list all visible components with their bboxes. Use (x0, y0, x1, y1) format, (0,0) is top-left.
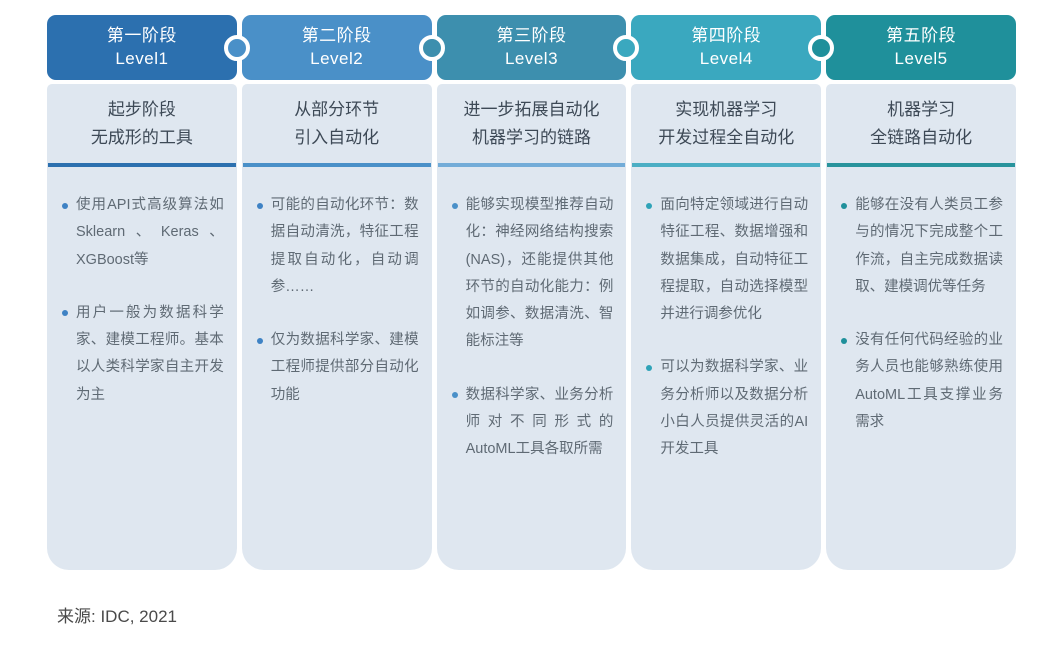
stage-column-2: 第二阶段 Level2 从部分环节 引入自动化 可能的自动化环节：数据自动清洗，… (241, 15, 432, 570)
subtitle-line: 无成形的工具 (90, 127, 193, 147)
subtitle-line: 起步阶段 (107, 99, 176, 119)
subtitle-line: 从部分环节 (294, 99, 380, 119)
stage-card: 进一步拓展自动化 机器学习的链路 能够实现模型推荐自动化：神经网络结构搜索(NA… (436, 84, 627, 570)
bullet-item: 能够实现模型推荐自动化：神经网络结构搜索(NAS)，还能提供其他环节的自动化能力… (451, 192, 613, 356)
subtitle-line: 全链路自动化 (870, 127, 973, 147)
stage-header: 第二阶段 Level2 (241, 15, 432, 80)
stage-card: 起步阶段 无成形的工具 使用API式高级算法如Sklearn、Keras、XGB… (47, 84, 237, 570)
subtitle-line: 机器学习 (887, 99, 956, 119)
stage-columns: 第一阶段 Level1 起步阶段 无成形的工具 使用API式高级算法如Sklea… (47, 15, 1016, 570)
subtitle-divider (632, 163, 821, 167)
stage-column-3: 第三阶段 Level3 进一步拓展自动化 机器学习的链路 能够实现模型推荐自动化… (436, 15, 627, 570)
stage-bullets: 能够在没有人类员工参与的情况下完成整个工作流，自主完成数据读取、建模调优等任务 … (826, 167, 1016, 436)
stage-level: Level3 (504, 48, 559, 68)
source-note: 来源: IDC, 2021 (57, 607, 177, 626)
stage-level: Level1 (115, 48, 169, 68)
subtitle-line: 进一步拓展自动化 (463, 99, 600, 119)
stage-name-cn: 第一阶段 (106, 26, 177, 46)
subtitle-divider (827, 163, 1015, 167)
subtitle-line: 机器学习的链路 (471, 127, 591, 147)
stage-column-4: 第四阶段 Level4 实现机器学习 开发过程全自动化 面向特定领域进行自动特征… (631, 15, 822, 570)
subtitle-line: 引入自动化 (294, 127, 380, 147)
bullet-item: 可以为数据科学家、业务分析师以及数据分析小白人员提供灵活的AI开发工具 (646, 354, 808, 463)
stage-header: 第一阶段 Level1 (47, 15, 237, 80)
stage-name-cn: 第二阶段 (301, 26, 372, 46)
stage-subtitle: 起步阶段 无成形的工具 (47, 84, 237, 163)
bullet-item: 可能的自动化环节：数据自动清洗，特征工程提取自动化，自动调参…… (256, 192, 419, 301)
stage-column-5: 第五阶段 Level5 机器学习 全链路自动化 能够在没有人类员工参与的情况下完… (826, 15, 1016, 570)
stage-name-cn: 第四阶段 (691, 26, 762, 46)
subtitle-divider (242, 163, 431, 167)
stage-level: Level5 (894, 48, 948, 68)
subtitle-line: 开发过程全自动化 (658, 127, 795, 147)
stage-subtitle: 进一步拓展自动化 机器学习的链路 (437, 84, 627, 163)
subtitle-divider (437, 163, 626, 167)
stage-bullets: 能够实现模型推荐自动化：神经网络结构搜索(NAS)，还能提供其他环节的自动化能力… (437, 167, 627, 463)
bullet-item: 仅为数据科学家、建模工程师提供部分自动化功能 (256, 327, 419, 409)
stage-level: Level4 (699, 48, 753, 68)
bullet-item: 没有任何代码经验的业务人员也能够熟练使用AutoML工具支撑业务需求 (841, 327, 1003, 436)
subtitle-divider (48, 163, 236, 167)
stage-name-cn: 第五阶段 (886, 26, 957, 46)
stage-header: 第四阶段 Level4 (631, 15, 822, 80)
stage-bullets: 面向特定领域进行自动特征工程、数据增强和数据集成，自动特征工程提取，自动选择模型… (631, 167, 821, 463)
bullet-item: 数据科学家、业务分析师对不同形式的AutoML工具各取所需 (451, 382, 613, 464)
stage-subtitle: 机器学习 全链路自动化 (826, 84, 1016, 163)
stage-subtitle: 实现机器学习 开发过程全自动化 (631, 84, 821, 163)
stage-header: 第三阶段 Level3 (436, 15, 627, 80)
bullet-item: 能够在没有人类员工参与的情况下完成整个工作流，自主完成数据读取、建模调优等任务 (841, 192, 1003, 301)
stage-card: 机器学习 全链路自动化 能够在没有人类员工参与的情况下完成整个工作流，自主完成数… (826, 84, 1016, 570)
bullet-item: 用户一般为数据科学家、建模工程师。基本以人类科学家自主开发为主 (62, 300, 224, 409)
stage-header: 第五阶段 Level5 (826, 15, 1016, 80)
stage-bullets: 可能的自动化环节：数据自动清洗，特征工程提取自动化，自动调参…… 仅为数据科学家… (242, 167, 432, 409)
bullet-item: 使用API式高级算法如Sklearn、Keras、XGBoost等 (62, 192, 224, 274)
stage-bullets: 使用API式高级算法如Sklearn、Keras、XGBoost等 用户一般为数… (47, 167, 237, 409)
subtitle-line: 实现机器学习 (675, 99, 778, 119)
stage-subtitle: 从部分环节 引入自动化 (242, 84, 432, 163)
stage-card: 从部分环节 引入自动化 可能的自动化环节：数据自动清洗，特征工程提取自动化，自动… (241, 84, 432, 570)
stage-level: Level2 (310, 48, 364, 68)
stage-name-cn: 第三阶段 (496, 26, 567, 46)
stage-column-1: 第一阶段 Level1 起步阶段 无成形的工具 使用API式高级算法如Sklea… (47, 15, 237, 570)
stage-card: 实现机器学习 开发过程全自动化 面向特定领域进行自动特征工程、数据增强和数据集成… (631, 84, 822, 570)
bullet-item: 面向特定领域进行自动特征工程、数据增强和数据集成，自动特征工程提取，自动选择模型… (646, 192, 808, 328)
